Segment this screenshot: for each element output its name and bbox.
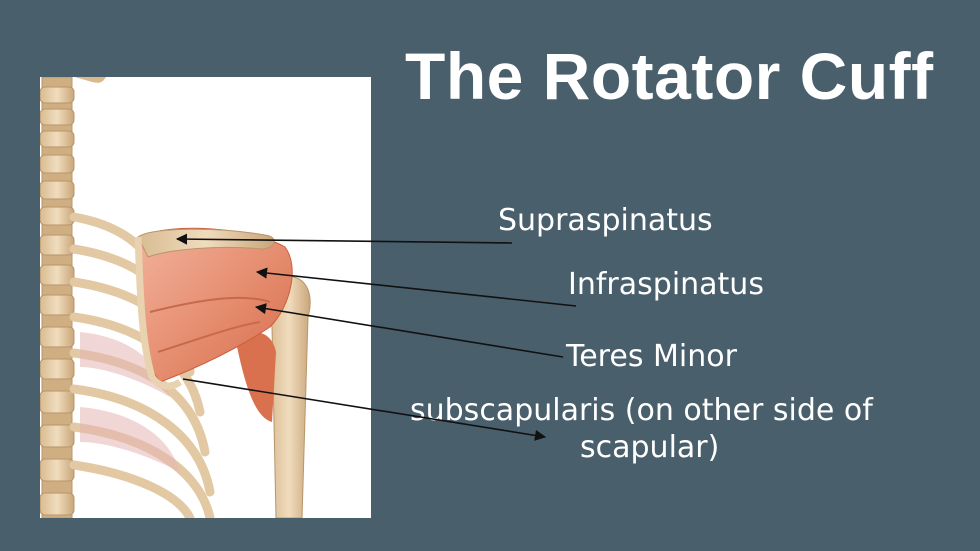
label-subscapularis-line2: scapular): [580, 430, 720, 465]
label-teres-minor: Teres Minor: [566, 339, 737, 374]
label-subscapularis-line1: subscapularis (on other side of: [410, 393, 873, 428]
shoulder-anatomy-illustration: [40, 77, 371, 518]
label-supraspinatus: Supraspinatus: [498, 203, 713, 238]
label-infraspinatus: Infraspinatus: [568, 267, 764, 302]
spine: [40, 77, 75, 518]
slide-title: The Rotator Cuff: [405, 39, 934, 113]
